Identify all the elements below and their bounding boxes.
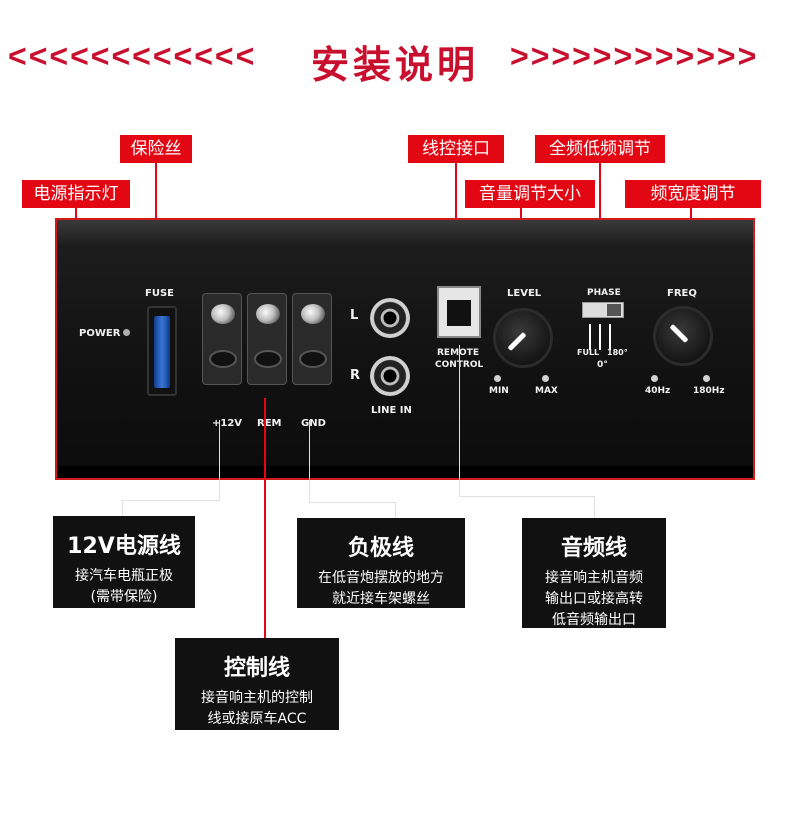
callout-fuse: 保险丝 (120, 135, 192, 163)
max-label: MAX (535, 386, 558, 396)
full-label: FULL (577, 348, 600, 357)
wire-slot-icon (209, 350, 237, 368)
l-label: L (350, 308, 359, 323)
fuse-label: FUSE (145, 288, 174, 299)
callout-full-low-freq: 全频低频调节 (535, 135, 665, 163)
box-line: 接音响主机音频 (545, 570, 643, 586)
level-max-dot (542, 375, 549, 382)
terminal-12v (202, 293, 242, 385)
box-title: 12V电源线 (67, 534, 181, 559)
plus12v-label: +12V (212, 418, 243, 429)
box-title: 控制线 (223, 656, 290, 681)
leader-12v-h (122, 500, 220, 501)
box-title: 音频线 (560, 536, 627, 561)
phase-switch (582, 302, 624, 318)
wire-slot-icon (254, 350, 282, 368)
rca-right-jack (370, 356, 410, 396)
rem-label: REM (257, 418, 282, 429)
freq-label: FREQ (667, 288, 697, 299)
leader-audio-drop (594, 496, 595, 518)
leader-12v (219, 420, 220, 500)
screw-icon (301, 304, 325, 324)
amplifier-panel: POWER FUSE +12V REM GND L R LINE IN REM (55, 218, 755, 480)
min-label: MIN (489, 386, 509, 396)
box-negative-line: 负极线 在低音炮摆放的地方 就近接车架螺丝 (297, 518, 465, 608)
panel-face: POWER FUSE +12V REM GND L R LINE IN REM (57, 248, 753, 468)
page-title: 安装说明 (310, 43, 479, 87)
remote-label: REMOTE (437, 348, 479, 358)
header-arrows-right: >>>>>>>>>>>> (510, 38, 759, 74)
level-label: LEVEL (507, 288, 542, 299)
box-line: 在低音炮摆放的地方 (318, 570, 444, 586)
callout-power-indicator: 电源指示灯 (22, 180, 130, 208)
screw-icon (256, 304, 280, 324)
leader-rem (264, 398, 266, 638)
rca-left-jack (370, 298, 410, 338)
hz180-label: 180Hz (693, 386, 725, 396)
hz40-label: 40Hz (645, 386, 671, 396)
terminal-gnd (292, 293, 332, 385)
leader-audio-h (459, 496, 594, 497)
power-label: POWER (79, 328, 121, 339)
terminal-rem (247, 293, 287, 385)
box-power-line: 12V电源线 接汽车电瓶正极 (需带保险) (53, 516, 195, 608)
level-min-dot (494, 375, 501, 382)
box-line: 接音响主机的控制 (201, 690, 313, 706)
gnd-label: GND (301, 418, 326, 429)
header-arrows-left: <<<<<<<<<<<< (8, 38, 257, 74)
fuse-icon (154, 316, 170, 388)
box-line: 低音频输出口 (552, 612, 636, 628)
remote-port-icon (437, 286, 481, 338)
leader-gnd-h (309, 502, 395, 503)
freq-40hz-dot (651, 375, 658, 382)
box-line: (需带保险) (90, 589, 158, 605)
callout-remote-port: 线控接口 (408, 135, 504, 163)
r-label: R (350, 368, 361, 383)
leader-audio (459, 345, 460, 497)
box-line: 接汽车电瓶正极 (75, 568, 173, 584)
deg0-label: 0° (597, 360, 608, 370)
box-line: 输出口或接高转 (545, 591, 643, 607)
freq-knob (653, 306, 713, 366)
box-line: 就近接车架螺丝 (332, 591, 430, 607)
leader-gnd (309, 420, 310, 502)
leader-gnd-drop (395, 502, 396, 518)
box-audio-line: 音频线 接音响主机音频 输出口或接高转 低音频输出口 (522, 518, 666, 628)
power-led (123, 329, 130, 336)
callout-bandwidth: 频宽度调节 (625, 180, 761, 208)
panel-top-edge (57, 220, 753, 248)
callout-volume: 音量调节大小 (465, 180, 595, 208)
phase-label: PHASE (587, 288, 621, 298)
box-control-line: 控制线 接音响主机的控制 线或接原车ACC (175, 638, 339, 730)
box-line: 线或接原车ACC (207, 711, 307, 727)
freq-180hz-dot (703, 375, 710, 382)
line-in-label: LINE IN (371, 405, 412, 416)
level-knob (493, 308, 553, 368)
deg180-label: 180° (607, 348, 628, 357)
panel-bottom-edge (57, 466, 753, 478)
box-title: 负极线 (347, 536, 414, 561)
wire-slot-icon (299, 350, 327, 368)
screw-icon (211, 304, 235, 324)
fuse-holder (147, 306, 177, 396)
leader-12v-drop (122, 500, 123, 516)
